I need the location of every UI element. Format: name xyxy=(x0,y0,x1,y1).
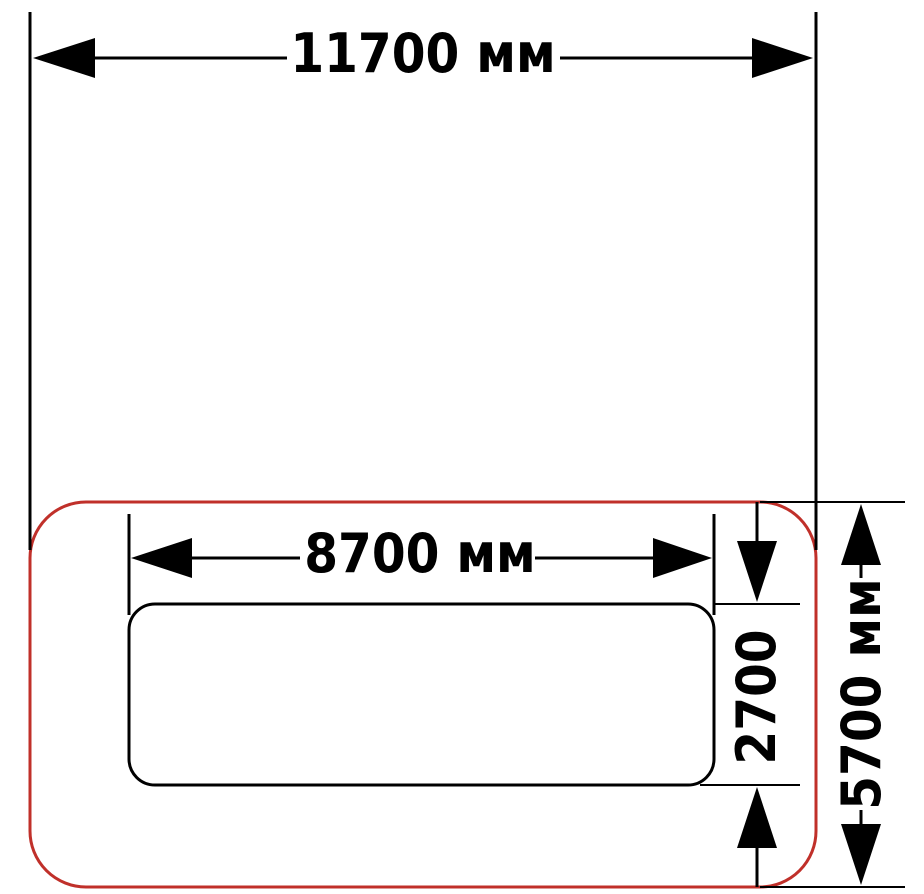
inner-rectangle xyxy=(127,602,716,787)
arrowhead-inner-width-top xyxy=(737,541,777,602)
overall-length-label: 11700 мм xyxy=(290,22,555,85)
arrowhead-overall-width-bottom xyxy=(841,824,881,885)
arrowhead-inner-left xyxy=(131,538,192,578)
arrowhead-top-right xyxy=(752,38,813,78)
inner-width-label: 2700 xyxy=(725,629,788,764)
arrowhead-inner-right xyxy=(653,538,712,578)
outer-outline xyxy=(28,500,818,889)
inner-length-label: 8700 мм xyxy=(304,522,536,585)
arrowhead-overall-width-top xyxy=(841,504,881,565)
arrowhead-inner-width-bottom xyxy=(737,787,777,848)
arrowhead-top-left xyxy=(33,38,95,78)
overall-width-label: 5700 мм xyxy=(830,578,893,810)
